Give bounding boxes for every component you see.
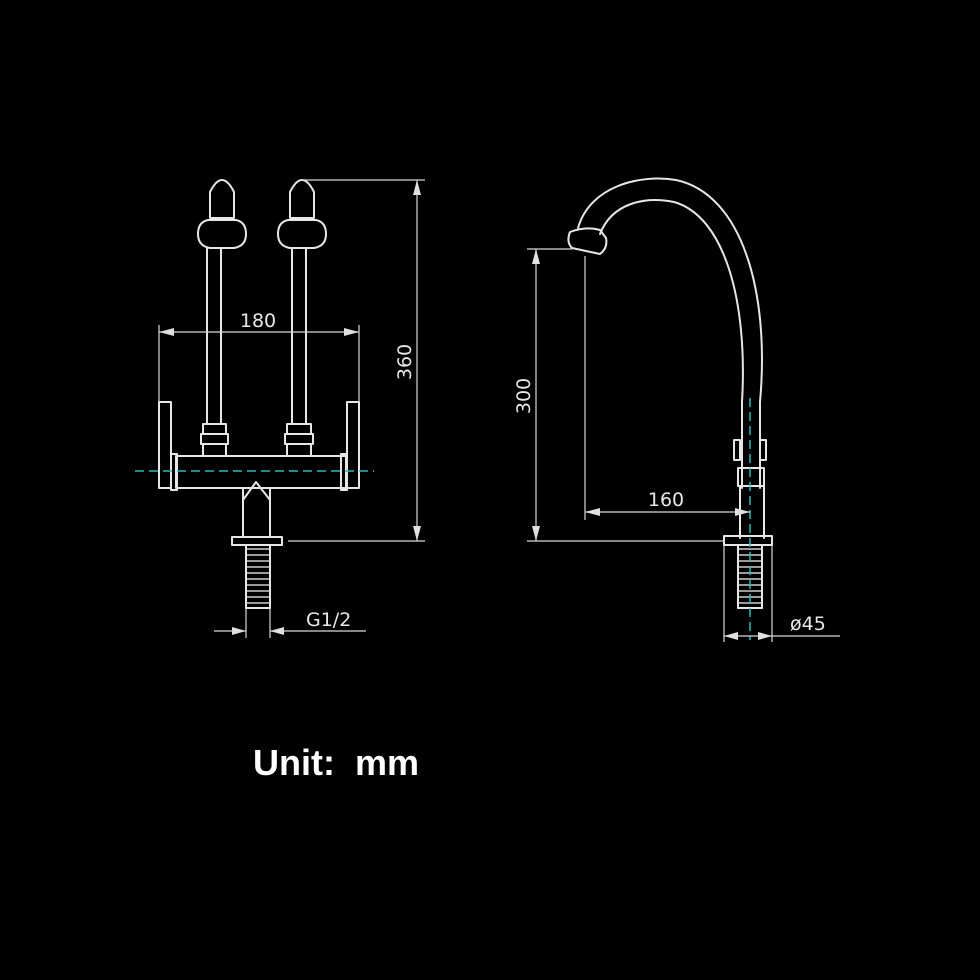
dimension-spout-reach: 160 [584, 256, 750, 520]
dimension-label-360: 360 [394, 344, 416, 380]
dimension-label-thread: G1/2 [306, 609, 351, 631]
dimension-label-160: 160 [648, 489, 684, 511]
unit-label: Unit: mm [253, 742, 419, 783]
right-handle [277, 179, 327, 457]
dimension-base-diameter: ø45 [723, 545, 840, 642]
spout-tube [567, 177, 773, 546]
faucet-body [158, 401, 360, 546]
dimension-label-180: 180 [240, 310, 276, 332]
dimension-total-height: 360 [288, 179, 425, 542]
dual-handle-faucet-front-view: 180 360 G1/2 [135, 179, 425, 638]
dimension-label-diameter: ø45 [790, 613, 826, 635]
dimension-spout-height: 300 [513, 248, 724, 542]
dimension-thread: G1/2 [214, 608, 366, 638]
threaded-inlet [245, 544, 271, 609]
dimension-label-300: 300 [513, 378, 535, 414]
dimension-handle-spacing: 180 [158, 310, 360, 402]
gooseneck-spout-side-view: 300 160 ø45 [513, 177, 840, 642]
left-handle [197, 179, 247, 457]
